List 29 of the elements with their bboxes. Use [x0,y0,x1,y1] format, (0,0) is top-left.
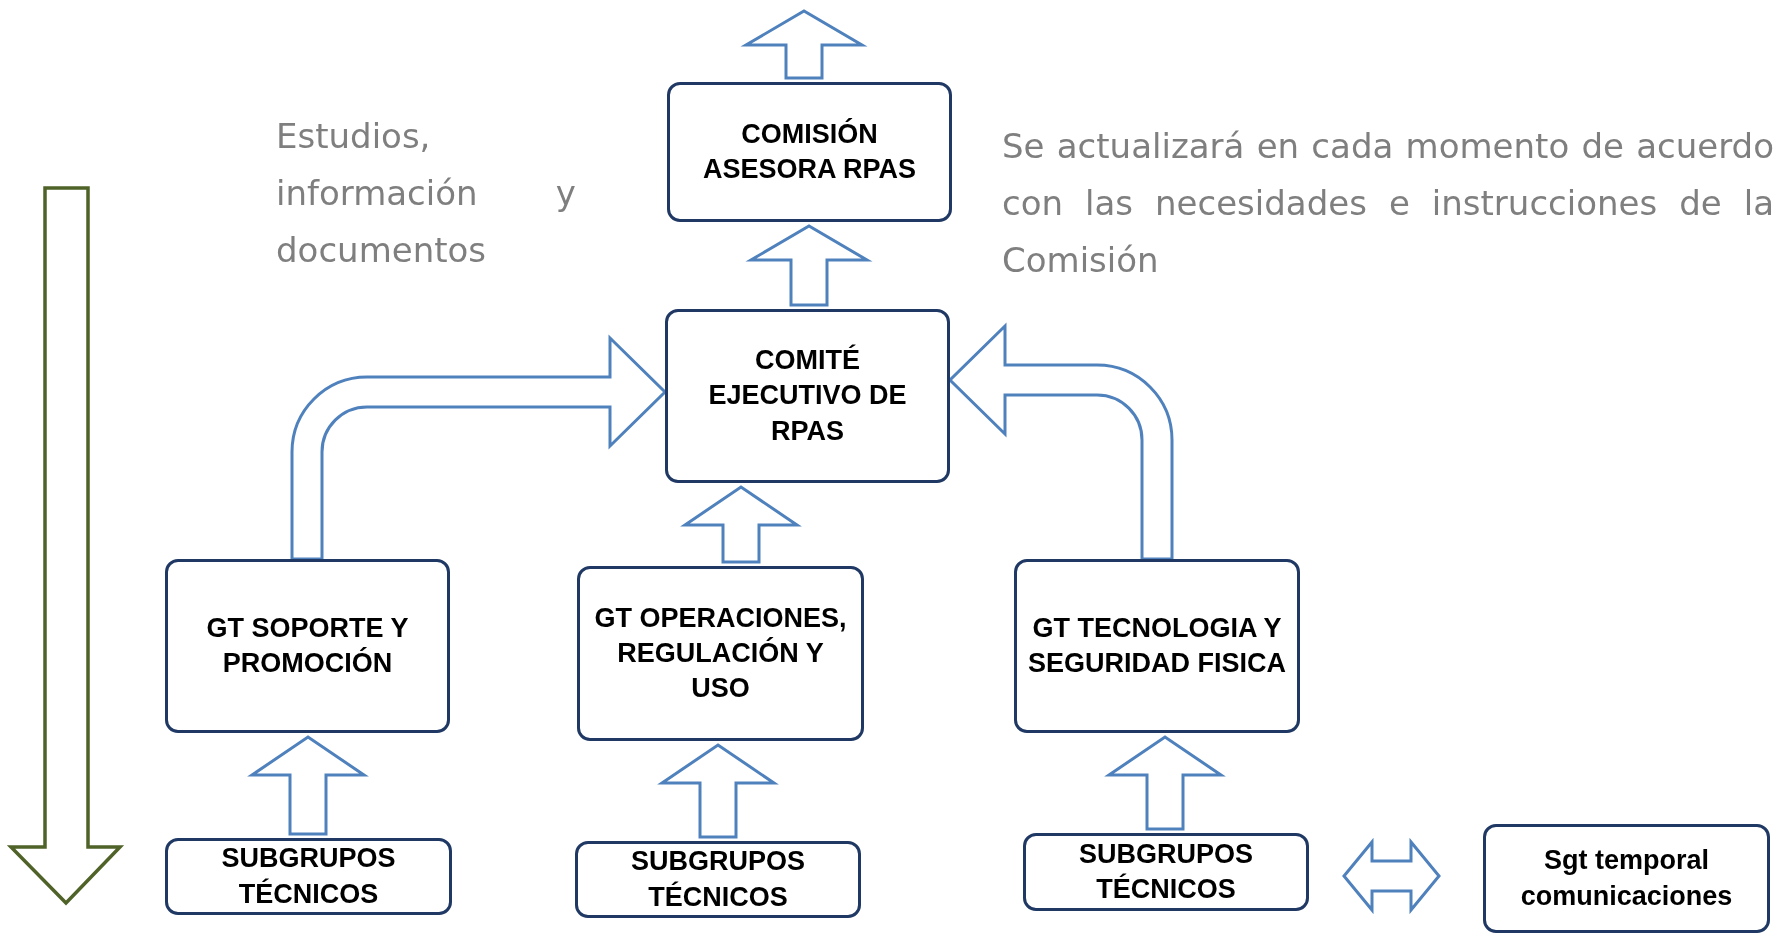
process-box [577,566,864,741]
box-label: GT OPERACIONES, REGULACIÓN Y USO [593,601,848,706]
box-label: GT SOPORTE Y PROMOCIÓN [205,611,410,680]
process-box [667,82,952,222]
box-label: SUBGRUPOS TÉCNICOS [630,845,806,914]
block-arrow [680,485,802,564]
block-arrow [1104,735,1226,831]
block-arrow [745,224,873,307]
box-label: Sgt temporal comunicaciones [1519,844,1734,913]
block-arrow [1342,837,1441,915]
process-box [1014,559,1300,733]
process-box [1023,833,1309,911]
block-arrow [290,336,667,561]
block-arrow [247,735,369,836]
note-text: Se actualizará en cada momento de acuerdo con las necesidades e instrucciones de la Comisión [1002,125,1774,282]
process-box [165,559,450,733]
process-box [665,309,950,483]
block-arrow [948,324,1174,561]
block-arrow [740,9,868,80]
process-box [1483,824,1770,933]
process-box [165,838,452,915]
box-label: GT TECNOLOGIA Y SEGURIDAD FISICA [1027,611,1287,680]
box-label: COMISIÓN ASESORA RPAS [701,117,917,186]
box-label: SUBGRUPOS TÉCNICOS [1078,837,1254,906]
block-arrow [657,743,779,839]
box-label: SUBGRUPOS TÉCNICOS [220,842,397,911]
note-text: Estudios, información y documentos [276,115,576,272]
process-box [575,841,861,918]
box-label: COMITÉ EJECUTIVO DE RPAS [707,343,908,448]
